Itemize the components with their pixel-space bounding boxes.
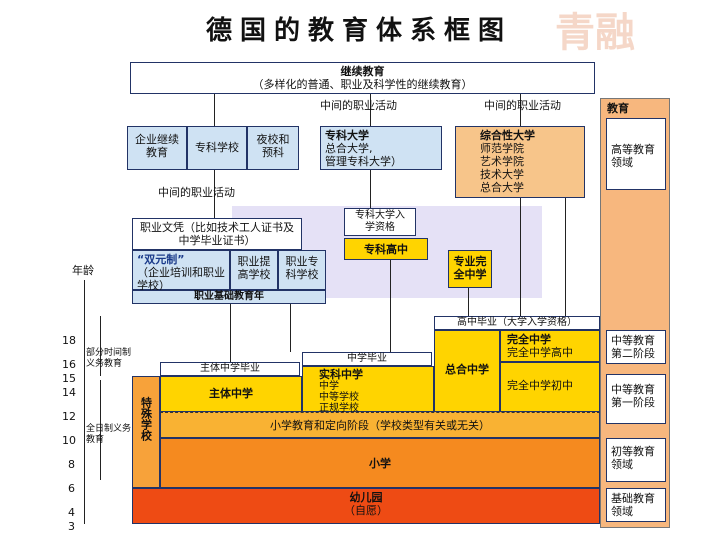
gymnasium-upper-box: 完全中学 完全中学高中 bbox=[500, 330, 600, 362]
age-axis-label: 年龄 bbox=[72, 264, 94, 277]
vocational-certificate-box: 职业文凭（比如技术工人证书及中学毕业证书） bbox=[132, 218, 302, 250]
age-tick: 14 bbox=[62, 386, 76, 399]
dual-system-box: “双元制” （企业培训和职业学校） bbox=[132, 250, 230, 292]
arrow-up bbox=[370, 170, 371, 210]
arrow-up bbox=[214, 94, 215, 126]
vocational-upgrade-box: 职业提高学校 bbox=[230, 250, 278, 290]
higher-education-level: 高等教育领域 bbox=[606, 118, 666, 190]
age-tick: 3 bbox=[68, 520, 75, 533]
arrow-up bbox=[214, 170, 215, 218]
mid-activity-label: 中间的职业活动 bbox=[158, 186, 235, 199]
background-decoration: 青融 bbox=[555, 9, 635, 56]
age-tick: 15 bbox=[62, 372, 76, 385]
continuing-education-subtitle: （多样化的普通、职业及科学性的继续教育） bbox=[252, 78, 473, 91]
university-item: 艺术学院 bbox=[480, 155, 524, 168]
primary-school-box: 小学 bbox=[160, 438, 600, 488]
continuing-education-title: 继续教育 bbox=[340, 65, 385, 78]
age-tick: 10 bbox=[62, 434, 76, 447]
university-item: 师范学院 bbox=[480, 142, 524, 155]
mid-graduation-label: 中学毕业 bbox=[302, 352, 432, 366]
continuing-education-box: 继续教育 （多样化的普通、职业及科学性的继续教育） bbox=[130, 62, 595, 94]
kindergarten-sub: （自愿） bbox=[344, 504, 388, 517]
hs-graduation-label: 高中毕业（大学入学资格） bbox=[434, 316, 600, 330]
comprehensive-school-box: 总合中学 bbox=[434, 330, 500, 412]
gymnasium-upper-sub: 完全中学高中 bbox=[507, 346, 573, 359]
enterprise-continuing-box: 企业继续教育 bbox=[127, 126, 187, 170]
age-tick: 12 bbox=[62, 410, 76, 423]
compulsory-bracket bbox=[100, 380, 101, 480]
orientation-stage-box: 小学教育和定向阶段（学校类型有关或无关） bbox=[160, 412, 600, 438]
arrow-up bbox=[565, 198, 566, 316]
education-levels-header: 教育 bbox=[607, 102, 629, 115]
main-school-box: 主体中学 bbox=[160, 376, 302, 412]
college-box: 专科学校 bbox=[187, 126, 247, 170]
age-tick: 18 bbox=[62, 334, 76, 347]
university-box: 综合性大学 师范学院 艺术学院 技术大学 总合大学 bbox=[455, 126, 585, 198]
full-time-compulsory-label: 全日制义务教育 bbox=[86, 424, 132, 445]
real-school-item: 中学 bbox=[319, 381, 339, 392]
kindergarten-title: 幼儿园 bbox=[349, 491, 383, 504]
dual-system-title: “双元制” bbox=[137, 253, 185, 266]
kindergarten-box: 幼儿园 （自愿） bbox=[132, 488, 600, 524]
fach-entry-box: 专科大学入学资格 bbox=[344, 208, 416, 236]
university-item: 总合大学 bbox=[480, 181, 524, 194]
special-school-label: 特殊学校 bbox=[139, 397, 153, 441]
arrow-up bbox=[520, 198, 521, 316]
fachhochschule-line: 总合大学, bbox=[325, 142, 373, 155]
connector-line bbox=[390, 260, 391, 352]
real-school-title: 实科中学 bbox=[319, 368, 363, 381]
mid-activity-label: 中间的职业活动 bbox=[320, 99, 397, 112]
mid-activity-label: 中间的职业活动 bbox=[484, 99, 561, 112]
special-school-box: 特殊学校 bbox=[132, 376, 160, 488]
primary-level: 初等教育领域 bbox=[606, 438, 666, 482]
gymnasium-upper-title: 完全中学 bbox=[507, 333, 551, 346]
main-graduation-label: 主体中学毕业 bbox=[160, 362, 300, 376]
basic-level: 基础教育领域 bbox=[606, 488, 666, 522]
night-school-box: 夜校和预科 bbox=[247, 126, 299, 170]
vocational-base-year-box: 职业基础教育年 bbox=[132, 290, 326, 304]
vocational-special-box: 职业专科学校 bbox=[278, 250, 326, 290]
fach-high-school-box: 专科高中 bbox=[344, 238, 428, 260]
university-item: 技术大学 bbox=[480, 168, 524, 181]
gymnasium-lower-box: 完全中学初中 bbox=[500, 362, 600, 412]
arrow-up bbox=[520, 94, 521, 126]
age-tick: 6 bbox=[68, 482, 75, 495]
dual-system-sub: （企业培训和职业学校） bbox=[137, 266, 225, 292]
secondary-level-one: 中等教育第一阶段 bbox=[606, 374, 666, 424]
real-school-box: 实科中学 中学 中等学校 正规学校 bbox=[302, 366, 434, 414]
university-title: 综合性大学 bbox=[480, 129, 535, 142]
secondary-level-two: 中等教育第二阶段 bbox=[606, 330, 666, 364]
fachhochschule-line: 管理专科大学） bbox=[325, 155, 402, 168]
real-school-item: 正规学校 bbox=[319, 403, 359, 414]
age-tick: 16 bbox=[62, 358, 76, 371]
page-title: 德国的教育体系框图 bbox=[205, 16, 512, 46]
age-tick: 8 bbox=[68, 458, 75, 471]
compulsory-bracket bbox=[100, 316, 101, 376]
special-full-gymnasium-box: 专业完全中学 bbox=[448, 250, 492, 288]
real-school-item: 中等学校 bbox=[319, 392, 359, 403]
connector-line bbox=[290, 304, 291, 352]
connector-line bbox=[230, 304, 231, 362]
connector-line bbox=[468, 288, 469, 316]
fachhochschule-box: 专科大学 总合大学, 管理专科大学） bbox=[320, 126, 442, 170]
fachhochschule-title: 专科大学 bbox=[325, 129, 369, 142]
part-time-compulsory-label: 部分时间制义务教育 bbox=[86, 348, 132, 369]
age-tick: 4 bbox=[68, 506, 75, 519]
arrow-up bbox=[370, 94, 371, 126]
age-axis-line bbox=[84, 280, 85, 524]
